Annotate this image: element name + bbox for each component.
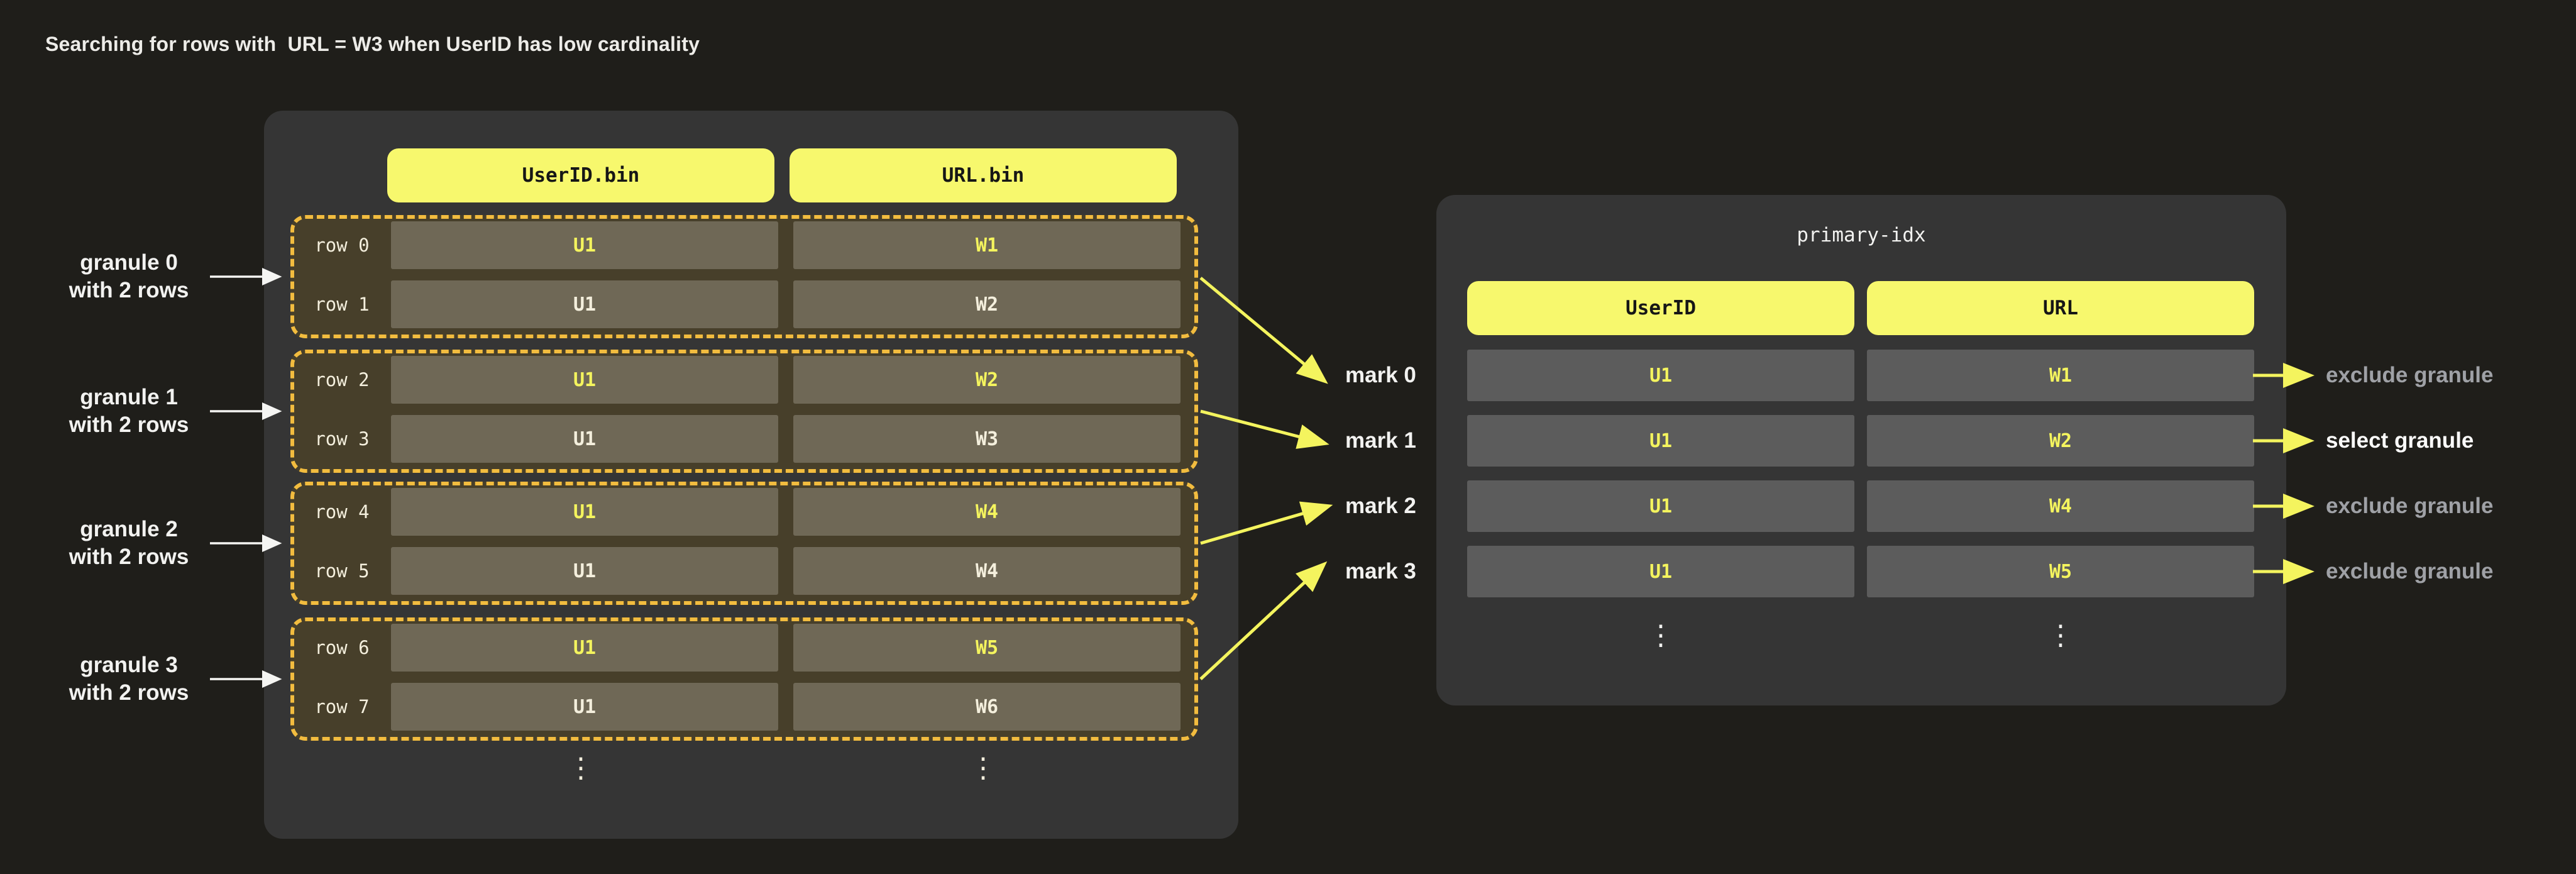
idx-url-ellipsis: ⋮ bbox=[2047, 619, 2074, 651]
primary-index-title: primary-idx bbox=[1797, 224, 1926, 246]
userid-cell: U1 bbox=[391, 547, 778, 595]
idx-userid-ellipsis: ⋮ bbox=[1647, 619, 1675, 651]
granule-box-1: row 2 row 3 U1 W2 U1 W3 bbox=[290, 350, 1198, 473]
granule-label-line2: with 2 rows bbox=[69, 278, 189, 302]
granule-box-0: row 0 row 1 U1 W1 U1 W2 bbox=[290, 215, 1198, 338]
row-label: row 4 bbox=[314, 501, 370, 523]
mark-label-2: mark 2 bbox=[1345, 494, 1416, 518]
idx-url-cell: W4 bbox=[1867, 480, 2254, 532]
row-label: row 5 bbox=[314, 560, 370, 582]
idx-url-cell: W1 bbox=[1867, 350, 2254, 401]
row-label: row 1 bbox=[314, 294, 370, 315]
userid-cell: U1 bbox=[391, 415, 778, 463]
userid-cell: U1 bbox=[391, 488, 778, 536]
granule-box-3: row 6 row 7 U1 W5 U1 W6 bbox=[290, 617, 1198, 741]
url-cell: W4 bbox=[793, 547, 1181, 595]
idx-userid-cell: U1 bbox=[1467, 415, 1854, 467]
granule-label-line2: with 2 rows bbox=[69, 680, 189, 705]
granule-box-2: row 4 row 5 U1 W4 U1 W4 bbox=[290, 482, 1198, 605]
userid-cell: U1 bbox=[391, 221, 778, 269]
idx-url-cell: W5 bbox=[1867, 546, 2254, 597]
row-label: row 0 bbox=[314, 235, 370, 256]
userid-cell: U1 bbox=[391, 683, 778, 731]
idx-url-cell: W2 bbox=[1867, 415, 2254, 467]
granule-label-2: granule 2 with 2 rows bbox=[25, 516, 233, 571]
granule-label-line2: with 2 rows bbox=[69, 545, 189, 569]
mark-label-3: mark 3 bbox=[1345, 559, 1416, 584]
outcome-label-3: exclude granule bbox=[2326, 559, 2494, 584]
url-cell: W3 bbox=[793, 415, 1181, 463]
outcome-label-1: select granule bbox=[2326, 428, 2474, 453]
row-label: row 3 bbox=[314, 428, 370, 450]
granule-label-line1: granule 1 bbox=[80, 385, 178, 409]
userid-column-ellipsis: ⋮ bbox=[567, 752, 595, 784]
granule-label-line2: with 2 rows bbox=[69, 412, 189, 437]
url-cell: W4 bbox=[793, 488, 1181, 536]
granule-label-line1: granule 3 bbox=[80, 653, 178, 677]
userid-cell: U1 bbox=[391, 280, 778, 328]
url-cell: W5 bbox=[793, 624, 1181, 672]
page-title: Searching for rows with URL = W3 when Us… bbox=[45, 33, 700, 55]
mark-label-0: mark 0 bbox=[1345, 363, 1416, 387]
userid-bin-header: UserID.bin bbox=[387, 148, 774, 202]
url-header: URL bbox=[1867, 281, 2254, 335]
userid-cell: U1 bbox=[391, 356, 778, 404]
row-label: row 2 bbox=[314, 369, 370, 390]
url-column-ellipsis: ⋮ bbox=[969, 752, 997, 784]
idx-userid-cell: U1 bbox=[1467, 350, 1854, 401]
outcome-label-0: exclude granule bbox=[2326, 363, 2494, 387]
url-cell: W1 bbox=[793, 221, 1181, 269]
idx-userid-cell: U1 bbox=[1467, 546, 1854, 597]
granule-label-1: granule 1 with 2 rows bbox=[25, 384, 233, 439]
granule-label-3: granule 3 with 2 rows bbox=[25, 651, 233, 707]
idx-userid-cell: U1 bbox=[1467, 480, 1854, 532]
url-cell: W2 bbox=[793, 280, 1181, 328]
url-bin-header: URL.bin bbox=[790, 148, 1177, 202]
row-label: row 6 bbox=[314, 637, 370, 658]
row-label: row 7 bbox=[314, 696, 370, 717]
url-cell: W6 bbox=[793, 683, 1181, 731]
granule-label-0: granule 0 with 2 rows bbox=[25, 249, 233, 304]
granule-label-line1: granule 0 bbox=[80, 250, 178, 275]
userid-cell: U1 bbox=[391, 624, 778, 672]
userid-header: UserID bbox=[1467, 281, 1854, 335]
mark-label-1: mark 1 bbox=[1345, 428, 1416, 453]
outcome-label-2: exclude granule bbox=[2326, 494, 2494, 518]
granule-label-line1: granule 2 bbox=[80, 517, 178, 541]
url-cell: W2 bbox=[793, 356, 1181, 404]
